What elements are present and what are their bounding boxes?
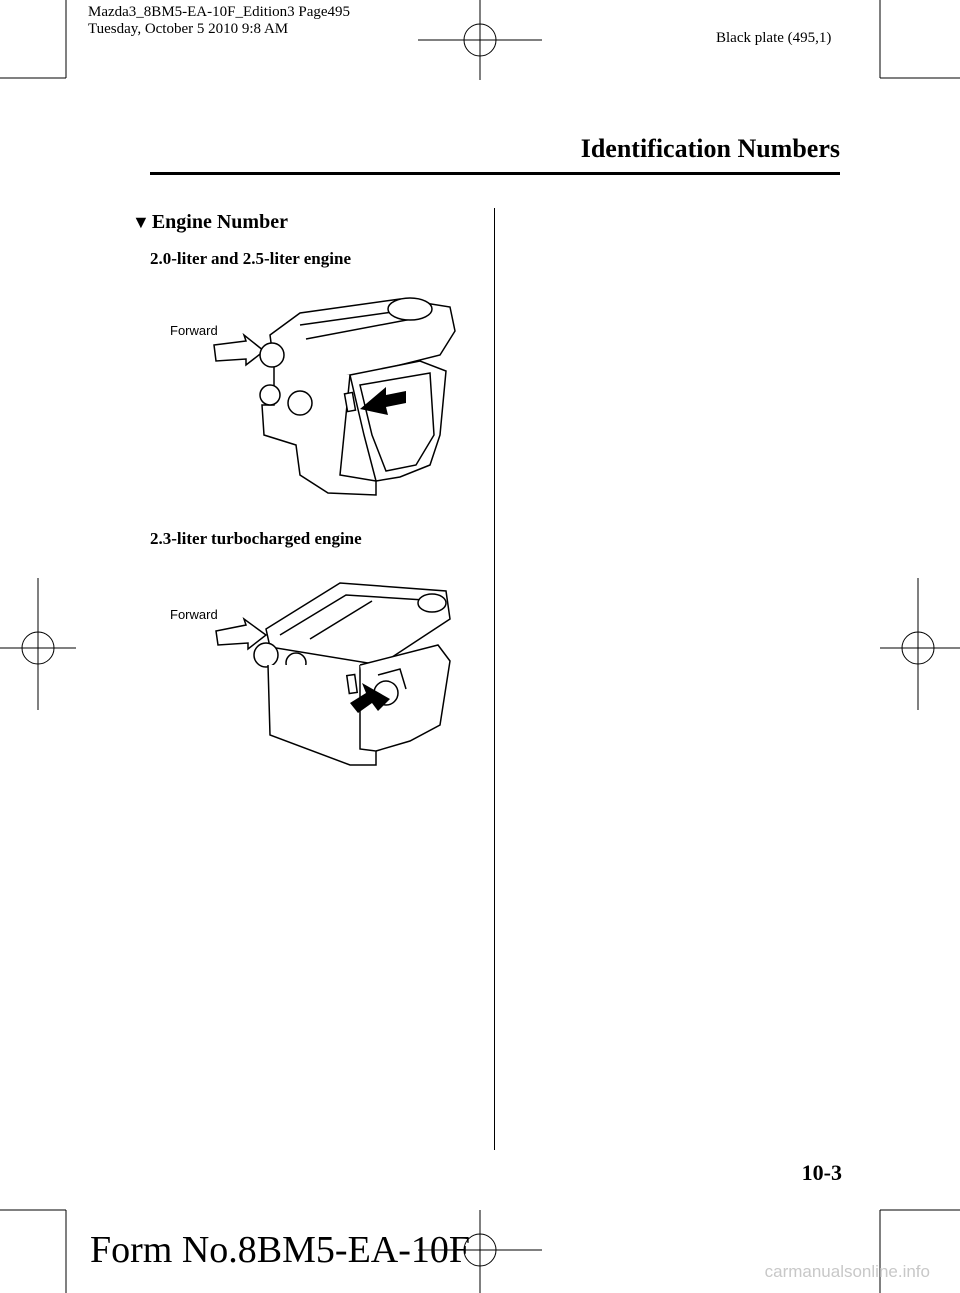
triangle-marker-icon: ▼ xyxy=(132,212,150,232)
page-number: 10-3 xyxy=(801,1160,842,1185)
header-rule xyxy=(150,172,840,175)
column-divider xyxy=(494,208,495,1150)
heading-text: Engine Number xyxy=(151,211,288,233)
plate-label: Black plate (495,1) xyxy=(716,30,832,46)
section-title: Identification Numbers xyxy=(580,134,840,163)
forward-arrow-icon xyxy=(213,332,266,367)
engine-body-2 xyxy=(253,582,451,766)
print-info-line1: Mazda3_8BM5-EA-10F_Edition3 Page495 xyxy=(88,4,351,20)
figure2-caption: 2.3-liter turbocharged engine xyxy=(150,529,362,548)
engine-illustration-1: Forward xyxy=(170,297,456,496)
pointer-arrow-icon xyxy=(360,387,406,415)
figure1-caption: 2.0-liter and 2.5-liter engine xyxy=(150,249,351,268)
forward-label-1: Forward xyxy=(170,323,218,338)
form-number: Form No.8BM5-EA-10F xyxy=(90,1229,471,1271)
forward-label-2: Forward xyxy=(170,607,218,622)
engine-body-1 xyxy=(259,297,456,496)
print-info: Mazda3_8BM5-EA-10F_Edition3 Page495 Tues… xyxy=(88,4,350,38)
engine-number-heading: ▼Engine Number xyxy=(132,211,288,234)
watermark: carmanualsonline.info xyxy=(764,1262,930,1281)
print-info-line2: Tuesday, October 5 2010 9:8 AM xyxy=(88,21,289,37)
forward-arrow-icon xyxy=(215,617,268,651)
engine-illustration-2: Forward xyxy=(170,582,451,766)
pointer-arrow-icon xyxy=(350,683,390,713)
